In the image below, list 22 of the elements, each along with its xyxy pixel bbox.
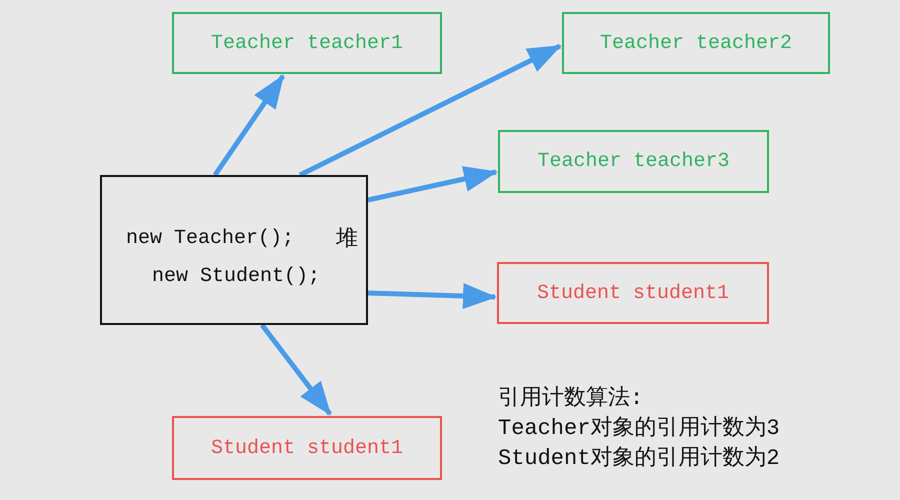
- code-line: new Student();: [152, 265, 320, 288]
- code-line: new Teacher();: [126, 227, 294, 250]
- object-name: Teacher teacher2: [600, 32, 792, 54]
- object-name: Student student1: [210, 436, 404, 460]
- note-text: Teacher对象的引用计数为3: [498, 414, 780, 443]
- object-box: [497, 262, 769, 324]
- note-text: Student对象的引用计数为2: [498, 444, 780, 473]
- object-box: [562, 12, 830, 74]
- object-name: Teacher teacher1: [210, 32, 404, 54]
- arrow: [260, 323, 332, 416]
- object-box: [172, 416, 442, 480]
- arrow: [368, 283, 497, 309]
- object-box: [498, 130, 769, 193]
- note-text: 引用计数算法:: [498, 384, 644, 413]
- code-box: [100, 175, 368, 325]
- heap-label: 堆: [336, 226, 358, 253]
- object-name: Student student1: [536, 282, 730, 304]
- object-name: Teacher teacher3: [537, 150, 730, 173]
- arrow: [298, 44, 562, 178]
- arrow: [212, 74, 286, 176]
- arrow: [367, 166, 498, 202]
- object-box: [172, 12, 442, 74]
